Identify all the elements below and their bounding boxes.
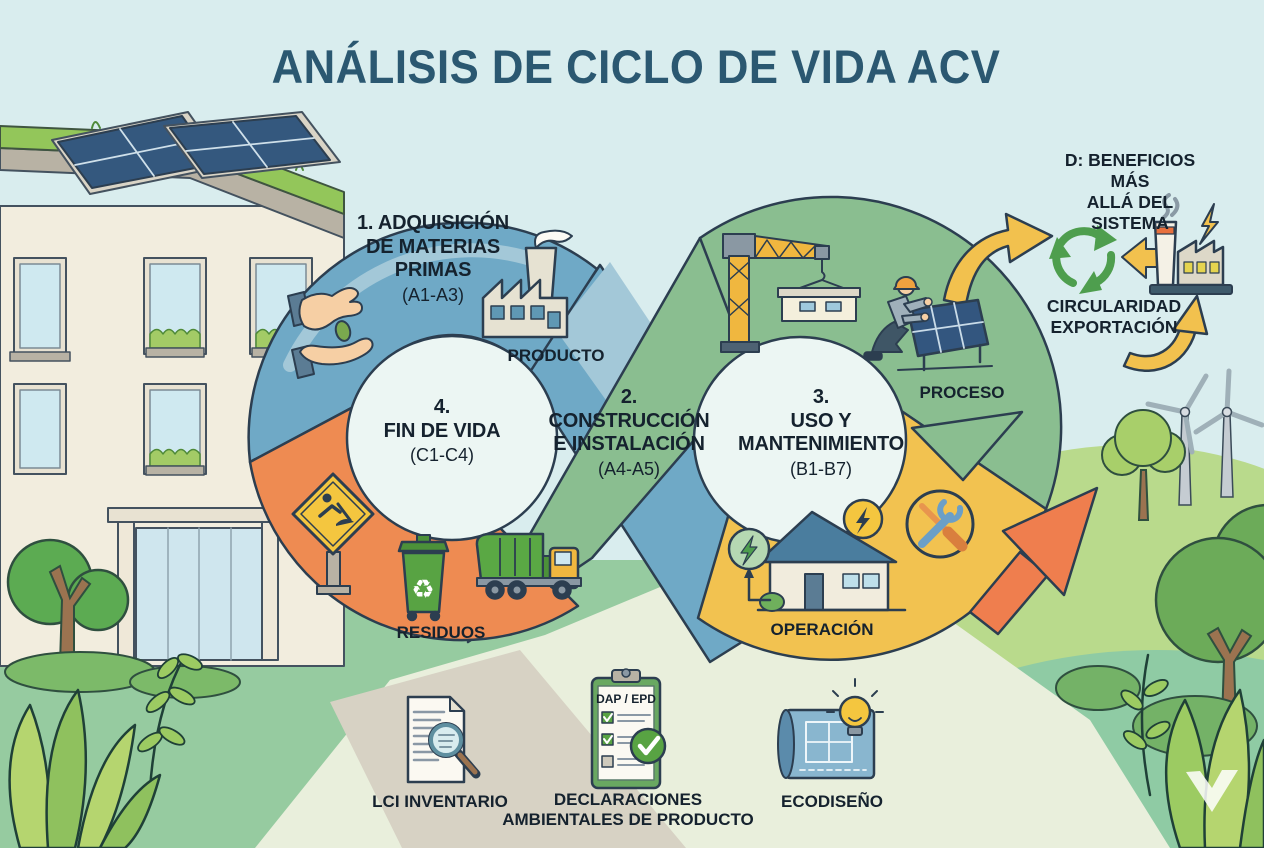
modular-house-icon: [777, 287, 861, 322]
stage-construction-name: 2. CONSTRUCCIÓN E INSTALACIÓN: [548, 386, 710, 456]
house-icon: [756, 510, 907, 612]
page-title: ANÁLISIS DE CICLO DE VIDA ACV: [271, 39, 1001, 94]
bush: [1055, 665, 1141, 711]
label-lci-inventario: LCI INVENTARIO: [372, 792, 508, 811]
foreground-plants: [8, 653, 203, 848]
factory-icon: [481, 229, 573, 339]
hard-hat-icon: [893, 276, 920, 290]
arrow-export-curved: [1122, 294, 1209, 372]
stage-end-of-life: 4. FIN DE VIDA (C1-C4): [384, 396, 501, 466]
label-operacion: OPERACIÓN: [770, 620, 874, 639]
power-plant-icon: [1149, 193, 1233, 295]
label-declaraciones: DECLARACIONES AMBIENTALES DE PRODUCTO: [502, 790, 754, 830]
tools-icon: [905, 489, 975, 559]
tree: [1154, 503, 1264, 723]
stage-use-maintenance-range: (B1-B7): [789, 458, 853, 479]
circularity-caption: CIRCULARIDAD EXPORTACIÓN: [1046, 296, 1182, 337]
loop-green-notch: [910, 410, 1024, 482]
hands-seed-icon: [287, 287, 374, 379]
loop-hole-left: [345, 334, 559, 542]
label-proceso: PROCESO: [919, 383, 1005, 402]
stage-end-of-life-name: 4. FIN DE VIDA: [383, 396, 501, 442]
recycle-bin-icon: ♻: [397, 534, 450, 622]
stage-use-maintenance-name: 3. USO Y MANTENIMIENTO: [738, 386, 904, 456]
tree: [1101, 409, 1186, 521]
arrow-to-benefits: [942, 212, 1054, 307]
foreground-plants: [1120, 653, 1264, 848]
stage-end-of-life-range: (C1-C4): [409, 445, 475, 466]
tree: [6, 538, 130, 665]
label-ecodiseno: ECODISEÑO: [780, 792, 884, 811]
recycle-symbol-icon: ♻: [411, 575, 434, 605]
rooftop-solar-panels: [51, 111, 341, 195]
crane-icon: [720, 233, 855, 353]
document-magnifier-icon: [406, 695, 481, 784]
blueprint-bulb-icon: [777, 678, 884, 780]
recycle-arrows-icon: [1049, 225, 1117, 294]
stage-construction-range: (A4-A5): [597, 458, 660, 479]
smoke-icon: [534, 229, 573, 249]
lightbulb-icon: [838, 695, 872, 729]
label-producto: PRODUCTO: [507, 346, 605, 365]
building-entrance: [107, 507, 289, 661]
stage-use-maintenance: 3. USO Y MANTENIMIENTO (B1-B7): [738, 386, 904, 480]
label-residuos: RESIDUOS: [396, 623, 486, 642]
wind-turbines: [1145, 368, 1264, 506]
seed-icon: [334, 320, 352, 342]
stage-construction: 2. CONSTRUCCIÓN E INSTALACIÓN (A4-A5): [549, 386, 710, 480]
garbage-truck-icon: [475, 532, 582, 600]
lightning-icon: [1199, 203, 1219, 245]
roadwork-sign-icon: [291, 472, 375, 595]
stage-raw-materials-range: (A1-A3): [401, 284, 465, 305]
watermark-icon: [1186, 770, 1238, 812]
check-circle-icon: [629, 727, 667, 765]
green-energy-icon: [727, 527, 772, 602]
beyond-system-title: D: BENEFICIOS MÁS ALLÁ DEL SISTEMA: [1064, 150, 1196, 233]
arrow-output-orange: [968, 486, 1099, 636]
magnifier-handle: [457, 752, 478, 775]
dap-epd-badge: DAP / EPD: [596, 692, 656, 706]
stage-raw-materials: 1. ADQUISICIÓN DE MATERIAS PRIMAS (A1-A3…: [357, 212, 509, 306]
electricity-icon: [842, 498, 884, 540]
solar-installer-icon: [863, 276, 993, 372]
stage-raw-materials-name: 1. ADQUISICIÓN DE MATERIAS PRIMAS: [356, 212, 510, 282]
clipboard-epd-icon: [590, 668, 667, 790]
